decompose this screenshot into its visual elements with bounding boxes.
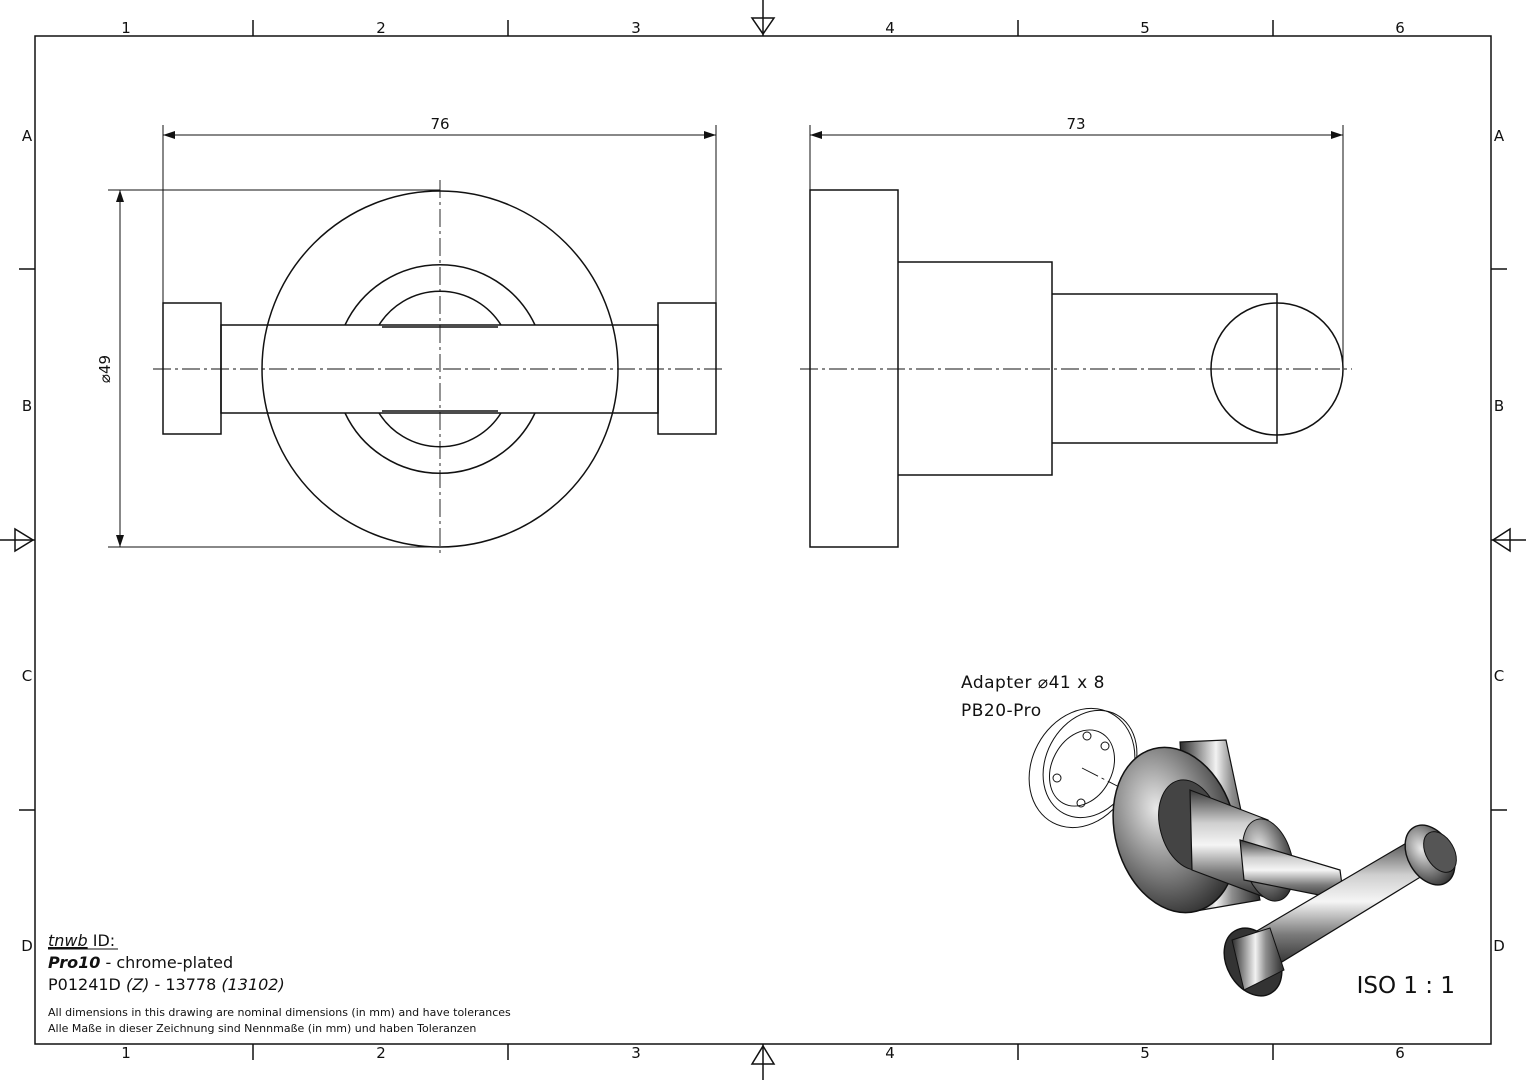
zone-col-4-top: 4	[885, 19, 895, 37]
zone-col-6-bottom: 6	[1395, 1044, 1405, 1062]
product-name: Pro10	[48, 953, 100, 972]
product-line: Pro10 - chrome-plated	[48, 953, 233, 972]
zone-col-4-bottom: 4	[885, 1044, 895, 1062]
zone-col-2-bottom: 2	[376, 1044, 386, 1062]
sleeve-side	[898, 261, 1053, 476]
front-diameter-value: ⌀49	[96, 355, 114, 383]
article-alt: (13102)	[221, 975, 284, 994]
hook-end-cap-right	[657, 302, 717, 435]
side-depth-dimension: 73	[809, 115, 1344, 369]
title-block: tnwb ID: Pro10 - chrome-plated P01241D (…	[48, 931, 511, 1035]
bar-3d	[1223, 824, 1457, 997]
rosette-3d	[1112, 739, 1345, 914]
id-label-rest: ID:	[88, 931, 116, 950]
adapter-label: Adapter ⌀41 x 8	[961, 673, 1105, 693]
centering-mark-left	[0, 527, 35, 553]
side-view	[800, 189, 1352, 548]
article-prefix: P01241D	[48, 975, 126, 994]
product-finish: - chrome-plated	[100, 953, 233, 972]
front-diameter-dimension: ⌀49	[96, 189, 440, 548]
zone-col-5-top: 5	[1140, 19, 1150, 37]
zone-col-6-top: 6	[1395, 19, 1405, 37]
scale-label: ISO 1 : 1	[1357, 973, 1455, 999]
zone-labels: 1 2 3 4 5 6 1 2 3 4 5 6 A B C D A B C D	[21, 19, 1505, 1062]
zone-row-c-left: C	[22, 667, 32, 685]
adapter-ring	[1028, 707, 1216, 837]
zone-row-b-right: B	[1494, 397, 1504, 415]
tolerance-note-de: Alle Maße in dieser Zeichnung sind Nennm…	[48, 1022, 476, 1035]
zone-row-c-right: C	[1494, 667, 1504, 685]
id-label: tnwb ID:	[48, 931, 115, 950]
front-width-value: 76	[430, 115, 449, 133]
front-width-dimension: 76	[162, 115, 717, 303]
article-variant: (Z)	[126, 975, 149, 994]
centering-mark-top	[750, 0, 776, 36]
zone-row-a-right: A	[1494, 127, 1505, 145]
arm-side	[1052, 293, 1278, 444]
zone-col-1-bottom: 1	[121, 1044, 131, 1062]
isometric-view	[1028, 707, 1457, 997]
article-line: P01241D (Z) - 13778 (13102)	[48, 975, 285, 994]
rosette-side	[809, 189, 899, 548]
centering-mark-right	[1491, 527, 1526, 553]
side-depth-value: 73	[1066, 115, 1085, 133]
zone-row-b-left: B	[22, 397, 32, 415]
adapter-code: PB20-Pro	[961, 701, 1042, 721]
tolerance-note-en: All dimensions in this drawing are nomin…	[48, 1006, 511, 1019]
hook-end-cap-left	[162, 302, 222, 435]
zone-col-3-top: 3	[631, 19, 641, 37]
centering-mark-bottom	[750, 1044, 776, 1080]
zone-col-5-bottom: 5	[1140, 1044, 1150, 1062]
zone-row-d-left: D	[21, 937, 33, 955]
zone-col-1-top: 1	[121, 19, 131, 37]
article-number: - 13778	[149, 975, 221, 994]
zone-row-a-left: A	[22, 127, 33, 145]
zone-row-d-right: D	[1493, 937, 1505, 955]
front-view	[153, 180, 726, 556]
id-label-italic: tnwb	[48, 931, 88, 950]
zone-col-3-bottom: 3	[631, 1044, 641, 1062]
zone-col-2-top: 2	[376, 19, 386, 37]
